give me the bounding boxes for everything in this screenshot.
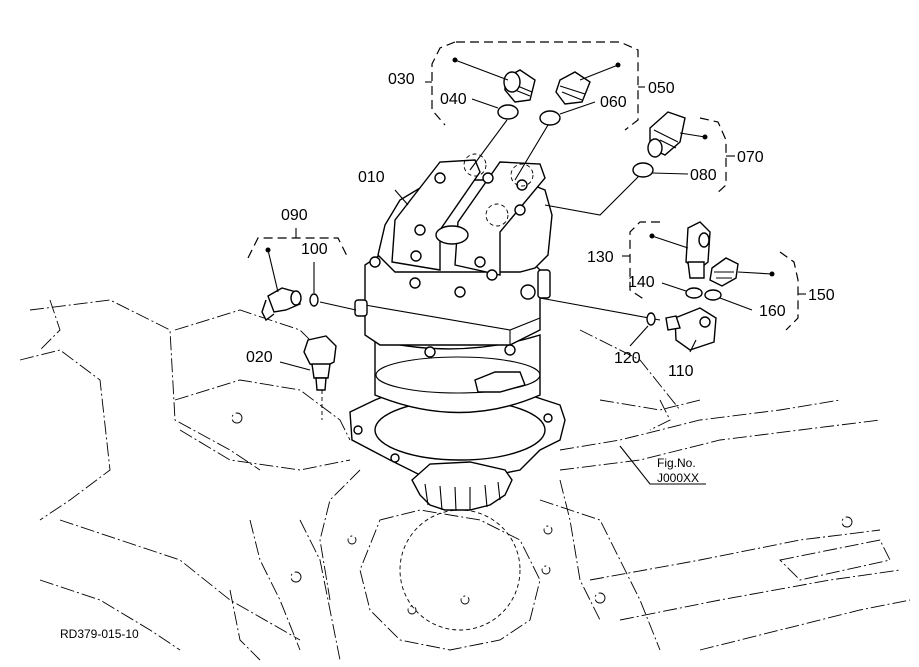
- label-020: 020: [246, 349, 273, 366]
- fig-ref-leader: [619, 445, 706, 485]
- label-060: 060: [600, 94, 627, 111]
- fitting-150: [709, 257, 775, 287]
- label-050: 050: [648, 80, 675, 97]
- chassis-background: [19, 299, 911, 661]
- label-110: 110: [668, 363, 694, 380]
- drawing-id: RD379-015-10: [60, 627, 139, 641]
- o-ring-080: [632, 162, 654, 178]
- label-040: 040: [440, 91, 467, 108]
- swing-motor-010: [349, 153, 566, 512]
- o-ring-060: [539, 110, 561, 126]
- adapter-130: [649, 221, 711, 279]
- label-090: 090: [281, 207, 308, 224]
- o-ring-120: [646, 312, 656, 326]
- label-100: 100: [301, 241, 328, 258]
- label-030: 030: [388, 71, 415, 88]
- label-160: 160: [759, 303, 786, 320]
- block-110: [539, 297, 717, 351]
- label-070: 070: [737, 149, 764, 166]
- label-080: 080: [690, 167, 717, 184]
- o-ring-040: [497, 104, 519, 120]
- fig-ref-line1: Fig.No.: [657, 456, 696, 470]
- o-ring-160: [704, 289, 722, 301]
- o-ring-100: [309, 293, 319, 307]
- fitting-070: [647, 111, 708, 158]
- group-bracket-070: [699, 117, 727, 196]
- label-130: 130: [587, 249, 614, 266]
- o-ring-140: [685, 287, 703, 299]
- fitting-050: [555, 62, 621, 105]
- group-bracket-030-050: [431, 41, 456, 126]
- plug-020: [279, 335, 337, 420]
- label-150: 150: [808, 287, 835, 304]
- group-bracket-130: [629, 221, 660, 301]
- fig-ref-line2: J000XX: [657, 471, 699, 485]
- label-010: 010: [358, 169, 385, 186]
- group-bracket-150: [779, 251, 799, 331]
- label-120: 120: [614, 350, 641, 367]
- fitting-030: [452, 57, 536, 103]
- elbow-fitting-090: [261, 247, 302, 322]
- group-bracket-090: [247, 237, 349, 259]
- label-140: 140: [628, 274, 655, 291]
